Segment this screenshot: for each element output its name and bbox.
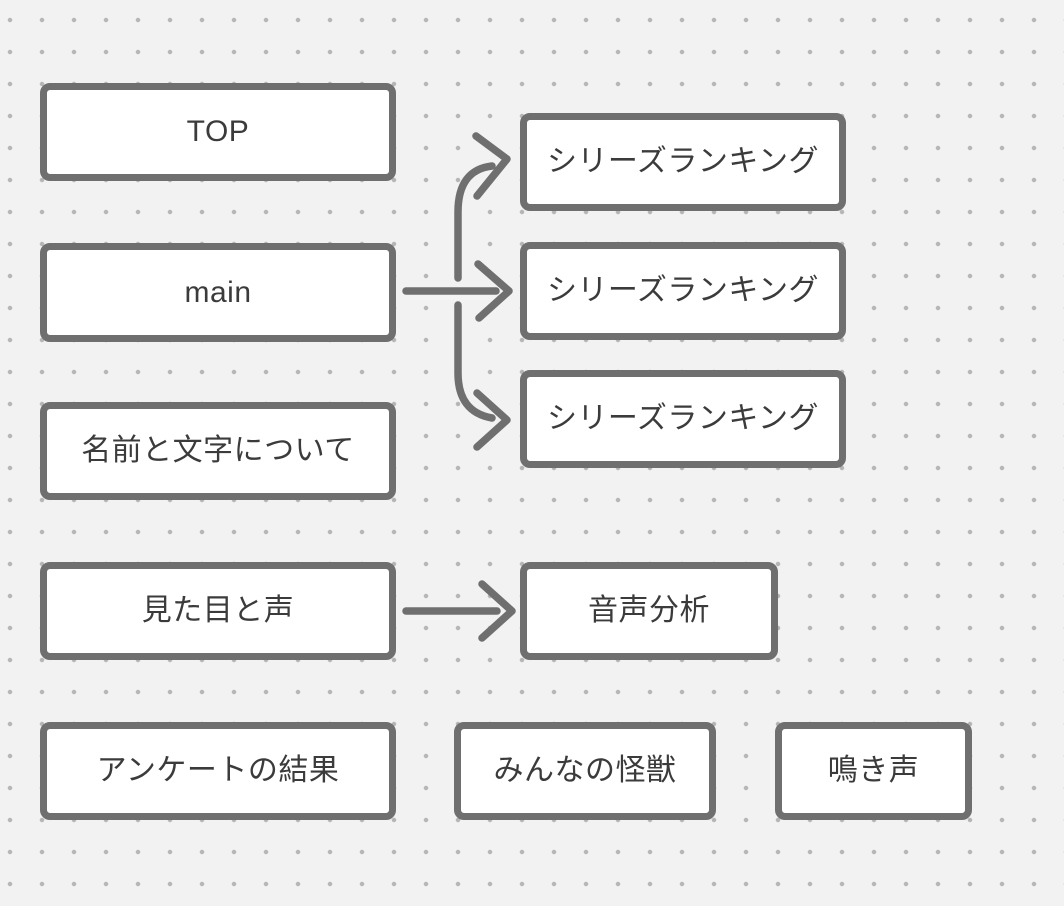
node-everyones-kaiju[interactable]: みんなの怪獣 — [454, 722, 716, 820]
node-label: 音声分析 — [588, 594, 710, 627]
node-survey-results[interactable]: アンケートの結果 — [40, 722, 396, 820]
node-label: みんなの怪獣 — [493, 754, 677, 787]
node-label: シリーズランキング — [546, 274, 820, 307]
node-label: シリーズランキング — [546, 402, 820, 435]
node-label: シリーズランキング — [546, 145, 820, 178]
node-series-ranking-2[interactable]: シリーズランキング — [520, 242, 846, 340]
node-label: 見た目と声 — [141, 594, 295, 627]
node-label: TOP — [186, 115, 250, 148]
node-series-ranking-3[interactable]: シリーズランキング — [520, 370, 846, 468]
node-label: 鳴き声 — [827, 754, 920, 787]
node-looks-and-voice[interactable]: 見た目と声 — [40, 562, 396, 660]
node-label: アンケートの結果 — [96, 754, 340, 787]
node-label: 名前と文字について — [81, 434, 355, 467]
connector-main-to-series-ranking-2[interactable] — [402, 260, 513, 322]
node-top[interactable]: TOP — [40, 83, 396, 181]
connector-main-to-series-ranking-1[interactable] — [454, 132, 511, 282]
connector-main-to-series-ranking-3[interactable] — [454, 301, 511, 451]
node-names-and-letters[interactable]: 名前と文字について — [40, 402, 396, 500]
node-label: main — [184, 275, 252, 309]
node-voice-analysis[interactable]: 音声分析 — [520, 562, 778, 660]
connector-looks-to-voice-analysis[interactable] — [402, 580, 516, 642]
node-cry[interactable]: 鳴き声 — [775, 722, 972, 820]
node-main[interactable]: main — [40, 243, 396, 342]
node-series-ranking-1[interactable]: シリーズランキング — [520, 113, 846, 211]
